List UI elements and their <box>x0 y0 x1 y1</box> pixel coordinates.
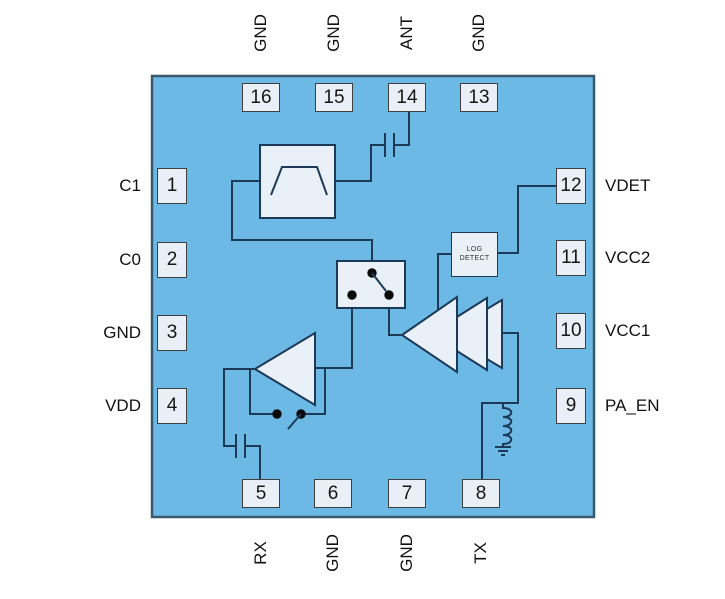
antenna-switch-arm <box>371 272 387 292</box>
bandpass-filter-block <box>259 144 336 219</box>
switch-rx-pole-dot <box>347 290 357 300</box>
pin-14: 14 <box>388 83 426 112</box>
pin-label-pa-en: PA_EN <box>605 396 660 415</box>
pin-label-gnd-13: GND <box>469 14 488 52</box>
pin-13: 13 <box>460 83 498 112</box>
wire-lna-output <box>223 368 256 447</box>
bypass-switch-left-dot <box>272 409 282 419</box>
pin-label-gnd-3: GND <box>103 323 141 342</box>
pin-label-ant: ANT <box>397 16 416 50</box>
pa-amplifier-stage-2 <box>428 296 488 372</box>
wire-logdetect-tap <box>437 253 451 311</box>
wire-bypass-right <box>301 368 326 415</box>
pin-label-c0: C0 <box>119 250 141 269</box>
pin-label-gnd-15: GND <box>324 14 343 52</box>
pin-5: 5 <box>242 479 280 508</box>
wire-filter-to-ant-cap <box>335 144 385 182</box>
pin-8: 8 <box>462 479 500 508</box>
wire-tx-to-pa-input <box>481 332 519 479</box>
ground-symbol <box>495 446 511 456</box>
pin-label-vdd: VDD <box>105 396 141 415</box>
pin-label-vcc1: VCC1 <box>605 321 651 340</box>
wire-switch-to-pa-output <box>388 306 401 336</box>
bypass-switch-arm <box>287 413 302 430</box>
pin-11: 11 <box>556 240 586 276</box>
wire-logdetect-to-pin12 <box>498 185 556 254</box>
pin-label-vdet: VDET <box>605 176 651 195</box>
pin-6: 6 <box>314 479 352 508</box>
lna-amplifier <box>253 331 316 407</box>
pin-15: 15 <box>315 83 353 112</box>
pin-10: 10 <box>556 313 586 349</box>
pin-3: 3 <box>157 315 187 351</box>
pin-4: 4 <box>157 388 187 424</box>
log-detector-label-line2: DETECT <box>459 254 490 262</box>
pin-16: 16 <box>242 83 280 112</box>
pin-12: 12 <box>556 168 586 204</box>
wire-bypass-left <box>249 369 277 415</box>
antenna-switch-block <box>336 260 406 309</box>
wire-rx-cap-to-pin5 <box>245 445 261 479</box>
pin-label-vcc2: VCC2 <box>605 248 651 267</box>
pin-label-gnd-7: GND <box>397 534 416 572</box>
pin-1: 1 <box>157 168 187 204</box>
wire-filter-to-switch <box>231 180 373 263</box>
pin-7: 7 <box>388 479 426 508</box>
pin-label-gnd-6: GND <box>323 534 342 572</box>
pin-label-rx: RX <box>251 541 270 565</box>
pin-label-gnd-16: GND <box>251 14 270 52</box>
pin-label-c1: C1 <box>119 176 141 195</box>
pa-amplifier-stage-1 <box>400 295 458 374</box>
pin-9: 9 <box>556 388 586 424</box>
pin-label-tx: TX <box>471 542 490 564</box>
bandpass-filter-icon <box>270 166 328 196</box>
wire-switch-to-lna-input <box>316 306 353 369</box>
switch-tx-pole-dot <box>384 290 394 300</box>
shunt-inductor <box>502 403 513 447</box>
log-detector-block: LOG DETECT <box>451 232 498 277</box>
log-detector-label-line1: LOG <box>466 246 483 253</box>
wire-ant-cap-to-pin14 <box>394 112 410 146</box>
pin-2: 2 <box>157 242 187 278</box>
